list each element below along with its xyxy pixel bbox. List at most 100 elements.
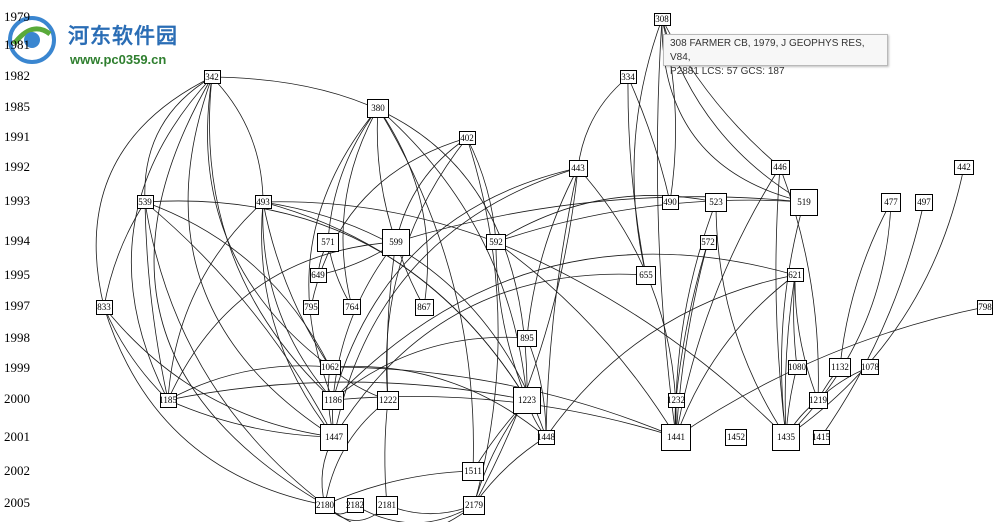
citation-edge bbox=[545, 274, 796, 438]
paper-node-571[interactable]: 571 bbox=[317, 232, 339, 252]
citation-edge bbox=[377, 107, 428, 308]
watermark-logo-icon bbox=[8, 16, 56, 64]
citation-edge bbox=[332, 167, 579, 401]
citation-edge bbox=[627, 76, 671, 203]
paper-node-1415[interactable]: 1415 bbox=[812, 429, 830, 445]
citation-edge bbox=[386, 241, 397, 401]
citation-edge bbox=[167, 365, 331, 401]
paper-node-497[interactable]: 497 bbox=[915, 193, 933, 211]
year-label: 1999 bbox=[4, 360, 30, 375]
paper-node-1132[interactable]: 1132 bbox=[829, 357, 851, 377]
paper-node-592[interactable]: 592 bbox=[486, 234, 506, 250]
citation-edge bbox=[95, 76, 213, 308]
citation-edge bbox=[103, 306, 169, 401]
citation-edge bbox=[103, 306, 326, 506]
year-label: 2002 bbox=[4, 463, 30, 478]
citation-edge bbox=[327, 241, 353, 308]
paper-node-1185[interactable]: 1185 bbox=[159, 392, 177, 408]
citation-edge bbox=[794, 274, 819, 401]
paper-node-895[interactable]: 895 bbox=[517, 329, 537, 347]
citation-edge bbox=[333, 273, 647, 438]
year-label: 1985 bbox=[4, 99, 30, 114]
citation-edge bbox=[327, 107, 379, 243]
citation-edge bbox=[675, 241, 709, 401]
year-label: 1994 bbox=[4, 233, 30, 248]
paper-node-649[interactable]: 649 bbox=[309, 267, 327, 283]
paper-node-2180[interactable]: 2180 bbox=[315, 496, 335, 514]
paper-node-402[interactable]: 402 bbox=[458, 131, 476, 145]
year-label: 1982 bbox=[4, 68, 30, 83]
watermark: 河东软件园 www.pc0359.cn bbox=[4, 6, 214, 67]
paper-node-477[interactable]: 477 bbox=[881, 192, 901, 212]
paper-node-867[interactable]: 867 bbox=[414, 298, 434, 316]
citation-edge bbox=[308, 107, 379, 401]
citation-edge bbox=[324, 504, 475, 522]
citation-edge bbox=[209, 76, 334, 401]
year-label: 1979 bbox=[4, 9, 30, 24]
paper-node-1080[interactable]: 1080 bbox=[787, 359, 807, 375]
paper-node-798[interactable]: 798 bbox=[977, 299, 993, 315]
paper-node-380[interactable]: 380 bbox=[367, 98, 389, 118]
paper-node-519[interactable]: 519 bbox=[790, 188, 818, 216]
paper-node-493[interactable]: 493 bbox=[254, 195, 272, 209]
year-label: 1998 bbox=[4, 330, 30, 345]
paper-node-1452[interactable]: 1452 bbox=[725, 428, 747, 446]
paper-node-490[interactable]: 490 bbox=[661, 194, 679, 210]
paper-node-1186[interactable]: 1186 bbox=[322, 390, 344, 410]
paper-node-2182[interactable]: 2182 bbox=[346, 497, 364, 513]
paper-node-446[interactable]: 446 bbox=[770, 159, 790, 175]
citation-edge bbox=[466, 137, 497, 243]
paper-node-523[interactable]: 523 bbox=[705, 192, 727, 212]
paper-node-1511[interactable]: 1511 bbox=[462, 461, 484, 481]
citation-edge bbox=[211, 76, 264, 203]
paper-node-2181[interactable]: 2181 bbox=[376, 495, 398, 515]
paper-node-1232[interactable]: 1232 bbox=[667, 392, 685, 408]
citation-edge bbox=[144, 201, 331, 368]
paper-node-308[interactable]: 308 bbox=[653, 12, 671, 26]
paper-node-1435[interactable]: 1435 bbox=[772, 423, 800, 451]
citation-edge bbox=[473, 167, 579, 506]
citation-edge bbox=[329, 366, 677, 438]
citation-edge bbox=[211, 76, 528, 401]
paper-node-655[interactable]: 655 bbox=[636, 265, 656, 285]
citation-edge bbox=[675, 306, 986, 438]
paper-node-1441[interactable]: 1441 bbox=[661, 423, 691, 451]
paper-node-572[interactable]: 572 bbox=[699, 234, 717, 250]
paper-node-443[interactable]: 443 bbox=[568, 159, 588, 177]
paper-node-1222[interactable]: 1222 bbox=[377, 390, 399, 410]
paper-node-2179[interactable]: 2179 bbox=[463, 495, 485, 515]
year-label: 1997 bbox=[4, 298, 30, 313]
citation-edge bbox=[775, 166, 787, 438]
paper-node-1078[interactable]: 1078 bbox=[861, 359, 879, 375]
paper-node-1447[interactable]: 1447 bbox=[320, 423, 348, 451]
citation-edge bbox=[627, 76, 647, 276]
paper-node-621[interactable]: 621 bbox=[786, 268, 804, 282]
paper-node-442[interactable]: 442 bbox=[954, 159, 974, 175]
paper-node-1223[interactable]: 1223 bbox=[513, 386, 541, 414]
paper-node-795[interactable]: 795 bbox=[303, 299, 319, 315]
citation-edge bbox=[261, 201, 335, 438]
year-label: 2000 bbox=[4, 391, 30, 406]
citation-edge bbox=[495, 241, 528, 401]
citation-edge bbox=[144, 201, 326, 506]
paper-node-1448[interactable]: 1448 bbox=[537, 429, 555, 445]
paper-node-1062[interactable]: 1062 bbox=[319, 359, 341, 375]
tooltip-line-1: 308 FARMER CB, 1979, J GEOPHYS RES, V84, bbox=[670, 38, 865, 63]
citation-edge bbox=[377, 107, 474, 472]
citation-edge bbox=[495, 195, 717, 243]
citation-edge bbox=[167, 381, 528, 401]
citation-edge bbox=[103, 306, 335, 438]
paper-node-764[interactable]: 764 bbox=[343, 299, 361, 315]
paper-node-342[interactable]: 342 bbox=[203, 70, 221, 84]
paper-node-599[interactable]: 599 bbox=[382, 228, 410, 256]
citation-edge bbox=[495, 199, 805, 243]
watermark-url: www.pc0359.cn bbox=[70, 52, 167, 67]
paper-node-539[interactable]: 539 bbox=[136, 195, 154, 209]
citation-edge bbox=[495, 241, 787, 438]
citation-edge bbox=[785, 166, 965, 438]
paper-node-334[interactable]: 334 bbox=[619, 70, 637, 84]
citation-edge bbox=[675, 274, 796, 438]
paper-node-1219[interactable]: 1219 bbox=[808, 391, 828, 409]
citation-edge bbox=[526, 337, 547, 438]
paper-node-833[interactable]: 833 bbox=[95, 299, 113, 315]
